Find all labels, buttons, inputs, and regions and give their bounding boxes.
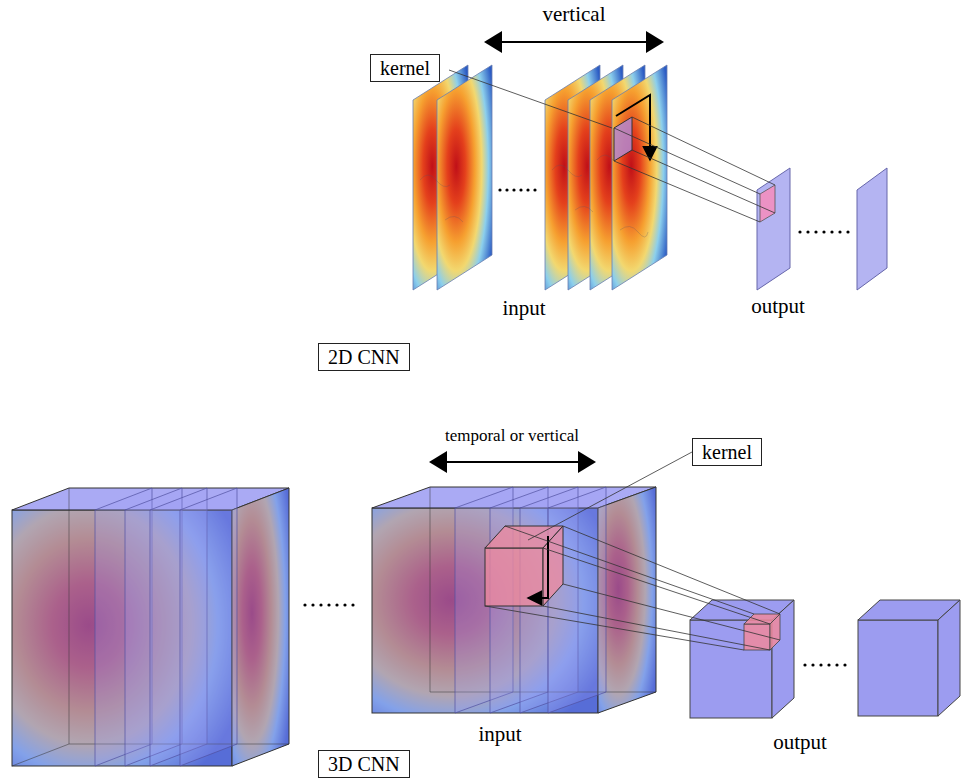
kernel-patch (614, 117, 632, 161)
kernel-cube (485, 526, 563, 606)
axis-label: vertical (543, 2, 606, 27)
part-label: input (502, 296, 545, 321)
contour-texture (420, 155, 648, 237)
output-patch (760, 185, 775, 222)
vertical-arrow (484, 31, 664, 53)
ellipsis-dots (798, 230, 849, 233)
output-planes (757, 168, 887, 290)
cube-slices (95, 488, 237, 766)
leader-line (528, 452, 692, 540)
input-cube (372, 487, 656, 713)
axis-label: temporal or vertical (445, 426, 579, 446)
caption-box: 2D CNN (318, 343, 410, 371)
projection-lines (485, 526, 780, 650)
leader-line (449, 70, 612, 128)
ellipsis-dots (303, 603, 354, 606)
box-text: kernel (380, 56, 430, 80)
input-slices (413, 65, 667, 290)
ellipsis-dots (498, 188, 536, 191)
output-cube (690, 600, 794, 718)
input-cube (12, 488, 289, 766)
box-text: 2D CNN (328, 345, 400, 369)
kernel-label-box: kernel (692, 438, 762, 466)
part-label: output (773, 730, 827, 755)
output-cube (858, 600, 960, 716)
ellipsis-dots (803, 663, 846, 666)
kernel-label-box: kernel (370, 54, 440, 82)
projection-lines (614, 117, 775, 222)
temporal-arrow (429, 451, 596, 473)
slide-arrow (528, 536, 548, 598)
caption-box: 3D CNN (318, 750, 410, 778)
part-label: input (478, 722, 521, 747)
cube-slices (455, 487, 606, 713)
box-text: 3D CNN (328, 752, 400, 776)
box-text: kernel (702, 440, 752, 464)
part-label: output (751, 294, 805, 319)
